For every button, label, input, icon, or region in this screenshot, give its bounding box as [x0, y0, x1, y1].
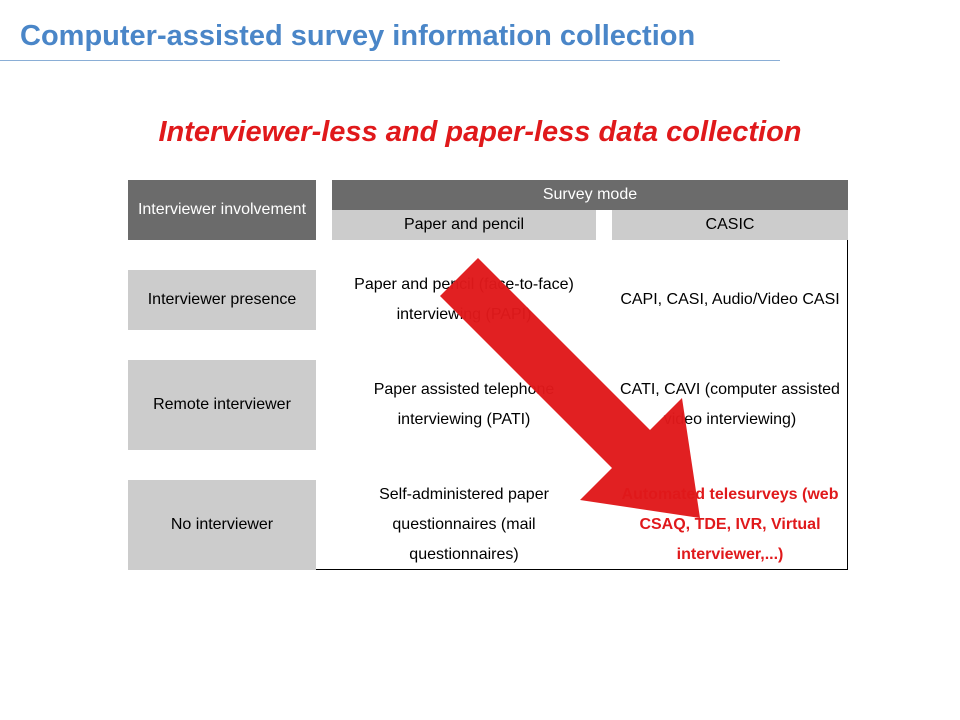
header-survey-mode: Survey mode	[332, 180, 848, 210]
title-divider	[0, 60, 780, 61]
survey-mode-table: Interviewer involvement Survey mode Pape…	[128, 180, 848, 570]
cell-mail-questionnaires: Self-administered paper questionnaires (…	[379, 486, 549, 563]
cell-cati: CATI, CAVI (computer assisted video inte…	[620, 381, 840, 428]
row-label-remote-interviewer: Remote interviewer	[128, 360, 316, 450]
header-paper-and-pencil: Paper and pencil	[332, 210, 596, 240]
row-label-interviewer-presence: Interviewer presence	[128, 270, 316, 330]
diagonal-arrow-icon	[440, 258, 700, 518]
cell-pati: Paper assisted telephone interviewing (P…	[373, 381, 555, 428]
cell-capi: CAPI, CASI, Audio/Video CASI	[620, 291, 840, 308]
row-label-no-interviewer: No interviewer	[128, 480, 316, 570]
header-casic: CASIC	[612, 210, 848, 240]
slide-subtitle: Interviewer-less and paper-less data col…	[158, 116, 802, 148]
header-interviewer-involvement: Interviewer involvement	[128, 180, 316, 240]
slide-title: Computer-assisted survey information col…	[20, 20, 696, 52]
